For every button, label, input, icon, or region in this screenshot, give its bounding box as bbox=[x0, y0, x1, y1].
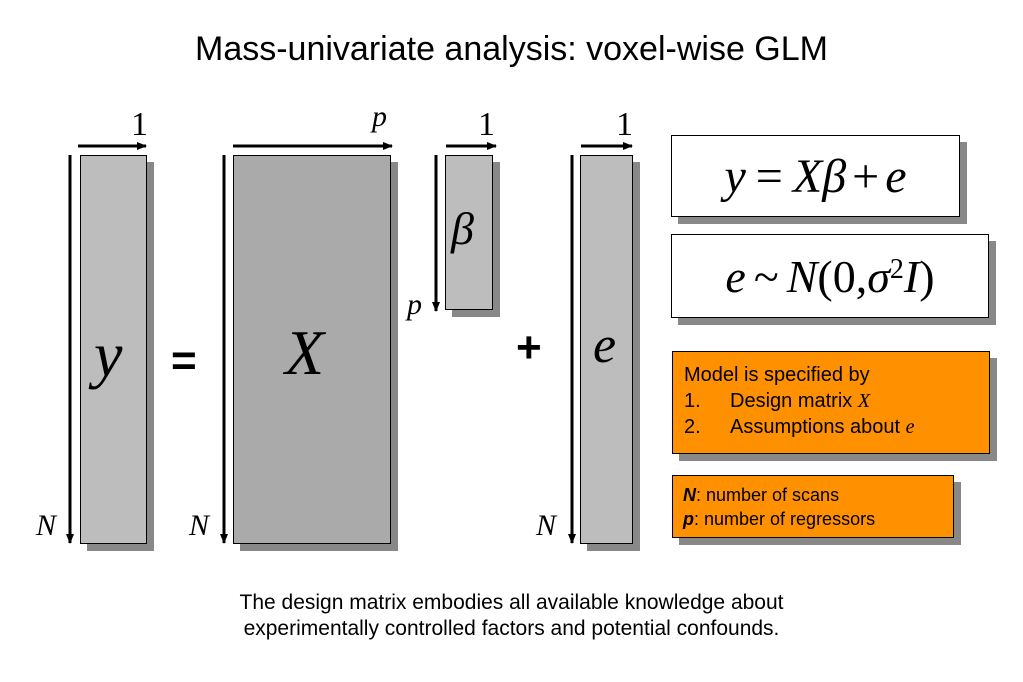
notation-legend-box: N: number of scans p: number of regresso… bbox=[672, 475, 954, 538]
error-distribution-box: e ~ N (0, σ 2 I ) bbox=[671, 234, 989, 318]
beta-symbol: β bbox=[451, 203, 474, 254]
y-matrix bbox=[80, 155, 147, 544]
err-close: ) bbox=[919, 250, 935, 302]
beta-cols-label: 1 bbox=[478, 106, 495, 143]
y-symbol: y bbox=[94, 319, 123, 390]
eq-equals: = bbox=[755, 149, 783, 203]
model-specification-box: Model is specified by 1.Design matrix X … bbox=[672, 351, 990, 454]
model-heading: Model is specified by bbox=[684, 364, 870, 386]
x-rows-label: N bbox=[189, 509, 210, 542]
y-cols-label: 1 bbox=[131, 106, 148, 143]
x-symbol: X bbox=[285, 317, 325, 388]
err-N: N bbox=[786, 250, 818, 302]
e-matrix bbox=[580, 155, 633, 544]
y-rows-label: N bbox=[36, 509, 57, 542]
x-cols-label: p bbox=[372, 100, 387, 133]
e-rows-label: N bbox=[536, 509, 557, 542]
err-exp: 2 bbox=[889, 254, 904, 285]
x-design-matrix bbox=[233, 155, 391, 544]
e-symbol: e bbox=[593, 317, 617, 374]
caption-line: The design matrix embodies all available… bbox=[239, 591, 784, 614]
eq-beta: β bbox=[822, 149, 847, 203]
page-title: Mass-univariate analysis: voxel-wise GLM bbox=[195, 30, 828, 68]
err-open: (0, bbox=[817, 250, 868, 302]
caption: The design matrix embodies all available… bbox=[0, 590, 1023, 642]
err-I: I bbox=[903, 250, 920, 302]
legend-item: N: number of scans bbox=[683, 485, 840, 505]
eq-e: e bbox=[885, 149, 907, 203]
beta-matrix bbox=[445, 155, 493, 310]
eq-X: X bbox=[792, 149, 823, 203]
model-item: 1.Design matrix X bbox=[684, 390, 871, 412]
glm-equation-box: y = X β + e bbox=[671, 135, 960, 217]
caption-line: experimentally controlled factors and po… bbox=[243, 617, 780, 640]
model-item: 2.Assumptions about e bbox=[684, 416, 915, 438]
eq-y: y bbox=[724, 149, 746, 203]
err-e: e bbox=[725, 250, 746, 302]
eq-plus: + bbox=[852, 149, 880, 203]
plus-sign: + bbox=[516, 323, 542, 372]
e-cols-label: 1 bbox=[616, 106, 633, 143]
legend-item: p: number of regressors bbox=[683, 509, 876, 529]
err-sigma: σ bbox=[867, 250, 890, 302]
err-tilde: ~ bbox=[753, 250, 779, 302]
equals-sign: = bbox=[171, 336, 197, 385]
beta-rows-label: p bbox=[407, 288, 422, 321]
